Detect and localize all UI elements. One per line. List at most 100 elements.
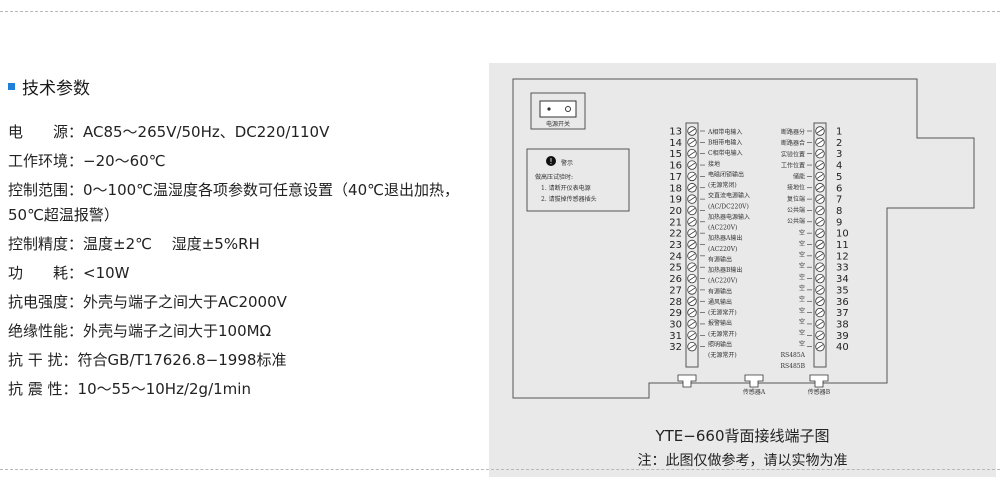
terminal-label: 实验位置 — [781, 150, 805, 158]
terminal-label: 空 — [799, 295, 805, 303]
right-terminal-strip — [813, 122, 827, 368]
terminal-label: RS485A — [781, 352, 806, 359]
wiring-diagram: 电源开关 ! 警示 做高压试验时: 1. 请断开仪表电源 2. 请拔掉传感器插头… — [512, 78, 975, 399]
terminal-label: 空 — [799, 239, 805, 247]
terminal-number: 27 — [669, 285, 682, 296]
terminal-label: 空 — [799, 340, 805, 348]
param-power: 电 源：AC85～265V/50Hz、DC220/110V — [8, 123, 330, 141]
warning-text: 做高压试验时: — [535, 173, 573, 181]
wiring-diagram-panel: 电源开关 ! 警示 做高压试验时: 1. 请断开仪表电源 2. 请拔掉传感器插头… — [489, 63, 996, 477]
terminal-slot — [816, 185, 824, 191]
terminal-slot — [688, 264, 696, 270]
terminal-number: 38 — [836, 319, 849, 330]
terminal-label: 空 — [799, 262, 805, 270]
terminal-number: 32 — [669, 342, 682, 353]
terminal-slot — [816, 332, 824, 338]
terminal-number: 25 — [669, 263, 682, 274]
terminal-number: 6 — [836, 183, 842, 194]
terminal-slot — [816, 310, 824, 315]
param-anti-interference: 抗 干 扰：符合GB/T17626.8−1998标准 — [8, 351, 287, 369]
terminal-slot — [816, 208, 824, 213]
terminal-number: 23 — [669, 240, 682, 251]
terminal-slot — [816, 174, 824, 179]
terminal-label: C相带电输入 — [708, 149, 743, 157]
terminal-label: 空 — [799, 317, 805, 325]
terminal-label: 断路器分 — [781, 128, 805, 136]
svg-text:!: ! — [549, 157, 552, 166]
terminal-label: 公共端 — [787, 206, 805, 214]
terminal-label: B相带电输入 — [708, 139, 742, 147]
terminal-label: (AC/DC220V) — [708, 203, 749, 210]
terminal-number: 8 — [836, 206, 842, 217]
terminal-slot — [688, 321, 696, 327]
warning-box — [526, 148, 630, 212]
terminal-label: 空 — [799, 273, 805, 281]
terminal-slot — [688, 298, 696, 304]
warning-item-1: 1. 请断开仪表电源 — [541, 184, 591, 192]
warning-icon — [546, 156, 556, 166]
power-switch-icon — [539, 100, 577, 118]
terminal-slot — [688, 253, 696, 259]
sensor-a-connector-icon — [744, 374, 764, 388]
terminal-label: 报警输出 — [708, 319, 732, 327]
terminal-slot — [688, 196, 696, 202]
left-terminal-strip — [685, 122, 699, 368]
terminal-label: 电磁闭锁输出 — [708, 170, 744, 178]
section-header: 技术参数 — [8, 74, 90, 99]
terminal-number: 36 — [836, 297, 849, 308]
terminal-label: 断路器合 — [781, 139, 805, 147]
terminal-label: 加热器A输出 — [708, 234, 742, 242]
terminal-label: A相带电输入 — [707, 128, 742, 136]
terminal-label: 空 — [799, 228, 805, 236]
terminal-label: 交直流电源输入 — [708, 192, 750, 200]
terminal-label: 有源输出 — [708, 255, 732, 263]
sensor-a-connector-label: 传感器A — [743, 388, 766, 396]
diagram-caption-note: 注：此图仅做参考，请以实物为准 — [637, 453, 848, 469]
param-insulation: 绝缘性能：外壳与端子之间大于100MΩ — [8, 322, 272, 340]
terminal-label: 公共端 — [787, 217, 805, 225]
terminal-number: 30 — [669, 319, 682, 330]
terminal-label: 空 — [799, 306, 805, 314]
terminal-label: 复位端 — [787, 195, 805, 203]
terminal-number: 19 — [669, 195, 682, 206]
top-divider — [0, 11, 1000, 12]
terminal-label: 有源输出 — [708, 287, 732, 295]
terminal-slot — [688, 174, 696, 179]
terminal-label: 加热器B输出 — [708, 266, 742, 274]
terminal-slot — [688, 128, 696, 134]
terminal-label: (AC220V) — [708, 278, 737, 285]
param-vibration: 抗 震 性：10～55～10Hz/2g/1min — [8, 380, 251, 398]
terminal-label: 通风输出 — [708, 298, 732, 306]
terminal-number: 13 — [669, 127, 682, 138]
power-switch-label: 电源开关 — [546, 120, 570, 128]
terminal-slot — [816, 264, 824, 270]
terminal-slot — [816, 242, 824, 247]
terminal-number: 3 — [836, 149, 842, 160]
terminal-slot — [816, 287, 824, 293]
param-accuracy: 控制精度：温度±2℃ 湿度±5%RH — [8, 235, 260, 253]
terminal-number: 35 — [836, 285, 849, 296]
terminal-number: 18 — [669, 183, 682, 194]
terminal-label: (AC220V) — [708, 225, 737, 232]
terminal-label: (无源常开) — [708, 330, 737, 338]
diagram-caption-title: YTE−660背面接线端子图 — [655, 427, 830, 445]
terminal-number: 11 — [836, 240, 849, 251]
terminal-label: 空 — [799, 329, 805, 337]
param-consumption: 功 耗：<10W — [8, 264, 130, 282]
terminal-label: 空 — [799, 284, 805, 292]
terminal-number: 39 — [836, 331, 849, 342]
terminal-slot — [816, 151, 824, 157]
terminal-slot — [688, 287, 696, 293]
param-control-range: 控制范围：0～100℃温湿度各项参数可任意设置（40℃退出加热，50℃超温报警） — [8, 181, 459, 224]
sensor-b-connector-icon — [809, 374, 829, 388]
sensor-b-connector-label: 传感器B — [808, 388, 831, 396]
terminal-slot — [688, 140, 696, 145]
terminal-slot — [816, 230, 824, 236]
terminal-number: 4 — [836, 161, 842, 172]
terminal-label: 接地 — [708, 160, 720, 168]
terminal-slot — [816, 219, 824, 225]
terminal-label: (AC220V) — [708, 246, 737, 253]
terminal-label: RS485B — [781, 363, 806, 370]
terminal-slot — [688, 242, 696, 247]
terminal-label: 照明输出 — [708, 340, 732, 348]
